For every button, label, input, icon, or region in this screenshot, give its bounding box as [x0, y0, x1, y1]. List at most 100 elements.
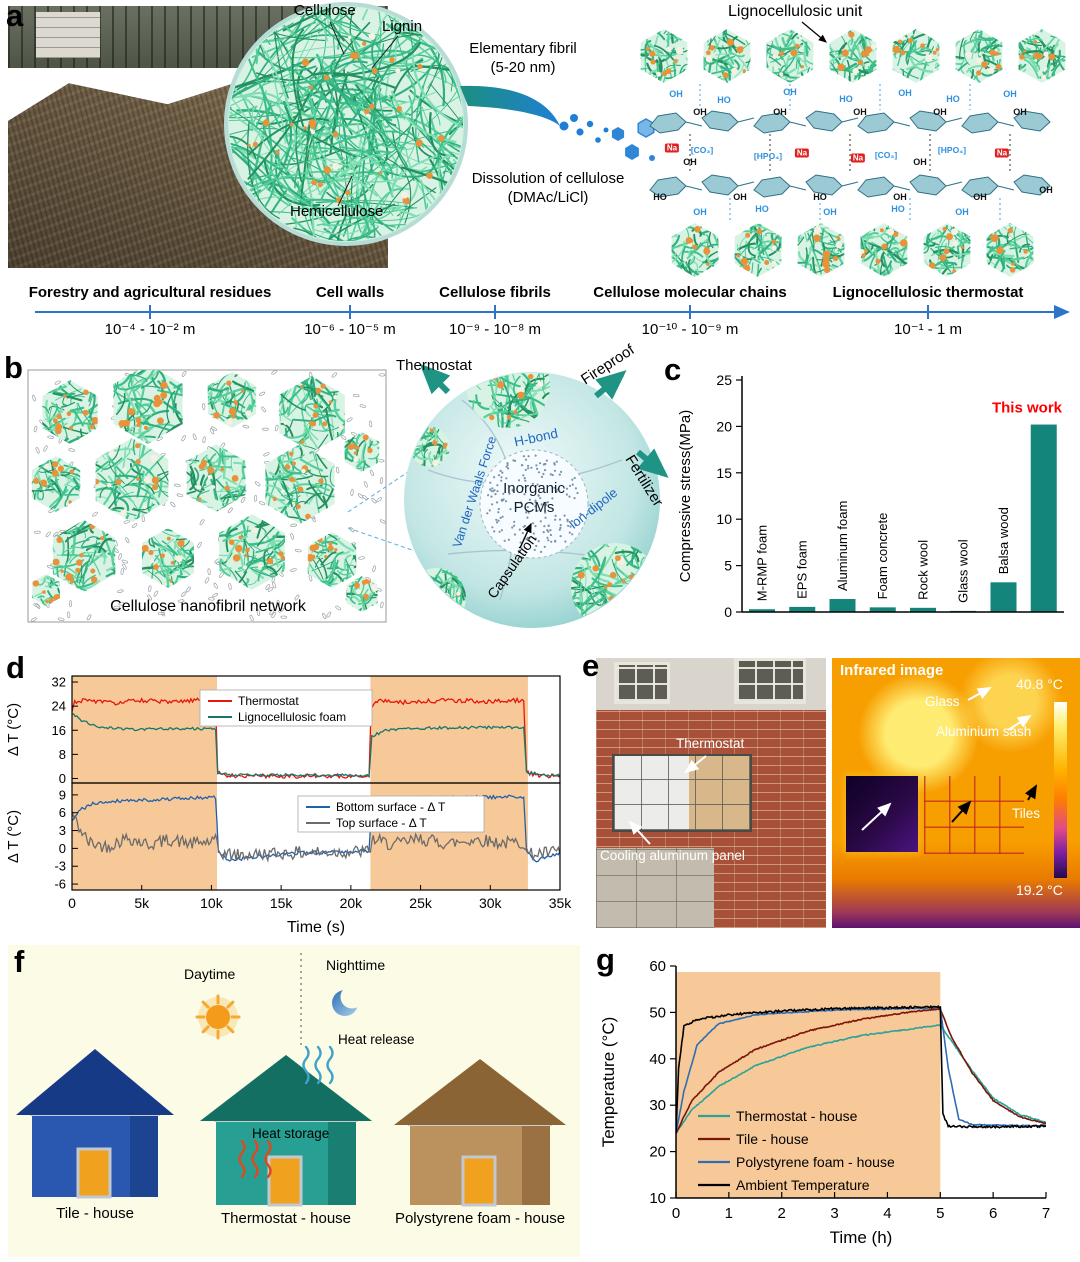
door [461, 1155, 497, 1207]
scale-item-label: Cellulose molecular chains [593, 284, 787, 301]
chain-annotation: HO [755, 204, 769, 214]
scale-item-range: 10⁻⁶ - 10⁻⁵ m [304, 321, 396, 338]
cellulose-label: Cellulose [294, 2, 356, 19]
highlight-label: This work [992, 400, 1063, 417]
scale-item-label: Lignocellulosic thermostat [832, 284, 1024, 301]
panel-b-graphics [27, 363, 669, 628]
fibril-cluster [892, 29, 940, 83]
subplot-series [72, 696, 560, 780]
series-line [72, 696, 560, 780]
infrared-photo [832, 658, 1080, 928]
temperature-colorbar [1054, 702, 1067, 878]
tile-house [16, 1049, 174, 1199]
fibril-cluster [344, 432, 380, 472]
lignocellulosic-unit-label: Lignocellulosic unit [728, 3, 863, 20]
fibril-cluster [734, 223, 782, 277]
concrete-blocks [596, 848, 714, 928]
svg-text:0: 0 [724, 604, 732, 620]
scale-item-label: Cell walls [315, 284, 385, 301]
svg-text:0: 0 [59, 771, 66, 786]
bar [990, 582, 1017, 612]
fibril-cluster [95, 438, 169, 522]
svg-text:15k: 15k [270, 895, 294, 911]
y-axis-label: Δ T (°C) [5, 810, 22, 863]
fibril-cluster [265, 444, 335, 524]
svg-text:25k: 25k [409, 895, 433, 911]
series-line [676, 1023, 1046, 1134]
legend-label: Thermostat - house [736, 1108, 858, 1124]
heat-squiggle [326, 1045, 334, 1085]
panel-d-label: d [6, 650, 25, 685]
svg-text:30k: 30k [479, 895, 503, 911]
fibril-cluster [640, 29, 688, 83]
panel-a-label: a [6, 0, 24, 33]
legend-label: Thermostat [238, 694, 299, 708]
temp-max-label: 40.8 °C [1016, 676, 1063, 692]
svg-text:20: 20 [649, 1144, 666, 1161]
callout-arrow [684, 755, 707, 774]
svg-text:10k: 10k [200, 895, 224, 911]
polystyrene-house-label: Polystyrene foam - house [394, 1210, 566, 1227]
svg-text:0: 0 [68, 895, 76, 911]
bar [829, 599, 856, 612]
series-line [72, 713, 560, 779]
chain-annotation: OH [853, 107, 867, 117]
chain-annotation: OH [933, 107, 947, 117]
dissolution-label: Dissolution of cellulose (DMAc/LiCl) [471, 170, 625, 206]
legend-label: Polystyrene foam - house [736, 1154, 895, 1170]
chain-annotation: OH [773, 107, 787, 117]
heat-squiggle [238, 1139, 246, 1179]
scale-item-range: 10⁻⁹ - 10⁻⁸ m [449, 321, 541, 338]
svg-text:9: 9 [59, 787, 66, 802]
panel-f-label: f [14, 944, 25, 979]
fibril-cluster [52, 520, 116, 592]
chain-annotation: OH [823, 207, 837, 217]
infrared-image-label: Infrared image [840, 662, 944, 679]
inorganic-pcms-label: Inorganic PCMs [503, 480, 565, 516]
tile-house-label: Tile - house [56, 1205, 134, 1222]
chain-annotation: OH [955, 207, 969, 217]
y-axis-label: Temperature (°C) [599, 1017, 618, 1148]
door [267, 1155, 303, 1207]
chain-annotation: OH [898, 88, 912, 98]
chain-annotation: HO [891, 204, 905, 214]
fibril-cluster [32, 574, 60, 606]
houses-graphics [16, 953, 566, 1207]
svg-text:40: 40 [649, 1051, 666, 1068]
panel-c-label: c [664, 352, 682, 387]
series-line [676, 1004, 1046, 1134]
svg-text:20: 20 [716, 418, 732, 434]
chain-annotation: Na [850, 153, 866, 163]
temp-min-label: 19.2 °C [1016, 882, 1063, 898]
bar-category-label: Foam concrete [875, 513, 890, 600]
thermostat-arrow-label: Thermostat [396, 357, 472, 374]
chain-annotation: Na [994, 148, 1010, 158]
scale-item-range: 10⁻⁴ - 10⁻² m [104, 321, 196, 338]
tiles-arrow [1024, 784, 1037, 801]
panel-g-label: g [596, 942, 615, 977]
building-photo [596, 658, 826, 928]
heat-squiggle [314, 1045, 322, 1085]
svg-text:-6: -6 [54, 877, 66, 892]
daytime-label: Daytime [184, 966, 236, 982]
svg-text:5k: 5k [134, 895, 150, 911]
fibril-cluster [142, 528, 194, 588]
svg-text:2: 2 [778, 1205, 786, 1222]
svg-text:8: 8 [59, 747, 66, 762]
sun-icon [195, 994, 241, 1040]
chain-annotation: HO [717, 95, 731, 105]
scale-item-label: Cellulose fibrils [439, 284, 551, 301]
panel-e-label: e [582, 648, 600, 683]
x-axis-label: Time (s) [287, 919, 345, 936]
callout-arrow [861, 802, 892, 831]
chain-annotation: OH [733, 192, 747, 202]
svg-text:50: 50 [649, 1004, 666, 1021]
fertilizer-arrow [636, 448, 669, 478]
chain-annotation: OH [1039, 185, 1053, 195]
svg-text:10: 10 [716, 511, 732, 527]
thermostat-panel [612, 754, 752, 832]
thermostat-house-label: Thermostat - house [220, 1210, 352, 1227]
fibril-cluster [986, 223, 1034, 277]
chain-annotation: HO [839, 94, 853, 104]
legend-label: Bottom surface - Δ T [336, 800, 446, 814]
